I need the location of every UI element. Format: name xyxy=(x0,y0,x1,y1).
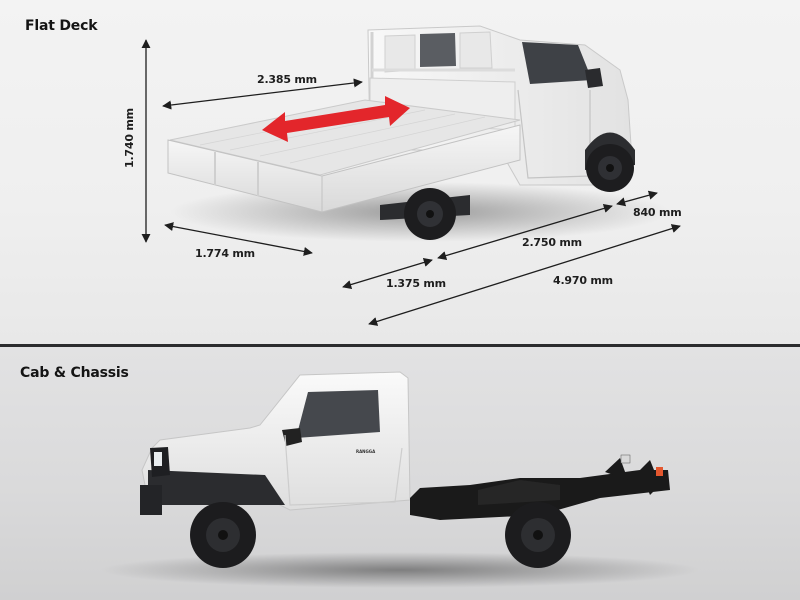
front-overhang-label: 840 mm xyxy=(633,206,682,219)
ground-shadow xyxy=(100,552,700,588)
deck-width-label: 1.774 mm xyxy=(195,247,255,260)
deck-length-dimension-line xyxy=(162,78,363,110)
rear-overhang-label: 1.375 mm xyxy=(386,277,446,290)
side-rail xyxy=(321,124,521,213)
cab-window xyxy=(296,390,380,438)
rear-wheel xyxy=(505,502,571,568)
deck-length-highlight-arrow xyxy=(262,96,410,142)
cab-body: RANGGA xyxy=(140,371,411,515)
dimension-lines xyxy=(141,39,681,326)
flat-deck-panel: Flat Deck 1.740 mm 2.385 mm 1.774 mm 1.3… xyxy=(0,0,800,345)
model-badge: RANGGA xyxy=(356,449,376,454)
section-divider xyxy=(0,344,800,347)
cab-chassis-panel: RANGGA xyxy=(0,347,800,600)
overall-length-label: 4.970 mm xyxy=(553,274,613,287)
tail-lamp-right xyxy=(656,467,663,476)
wheelbase-label: 2.750 mm xyxy=(522,236,582,249)
cab-chassis-illustration: RANGGA xyxy=(100,371,700,588)
tail-lamp-left xyxy=(620,454,631,464)
cab-chassis-title: Cab & Chassis xyxy=(20,365,129,381)
deck-width-dimension-line xyxy=(164,222,313,256)
height-label: 1.740 mm xyxy=(123,108,136,168)
front-overhang-dimension-line xyxy=(616,190,658,207)
overall-length-dimension-line xyxy=(368,224,681,326)
front-wheel xyxy=(190,502,256,568)
deck-length-label: 2.385 mm xyxy=(257,73,317,86)
flat-deck-illustration xyxy=(141,25,681,326)
chassis-frame xyxy=(410,454,670,520)
flat-deck-title: Flat Deck xyxy=(25,18,98,34)
